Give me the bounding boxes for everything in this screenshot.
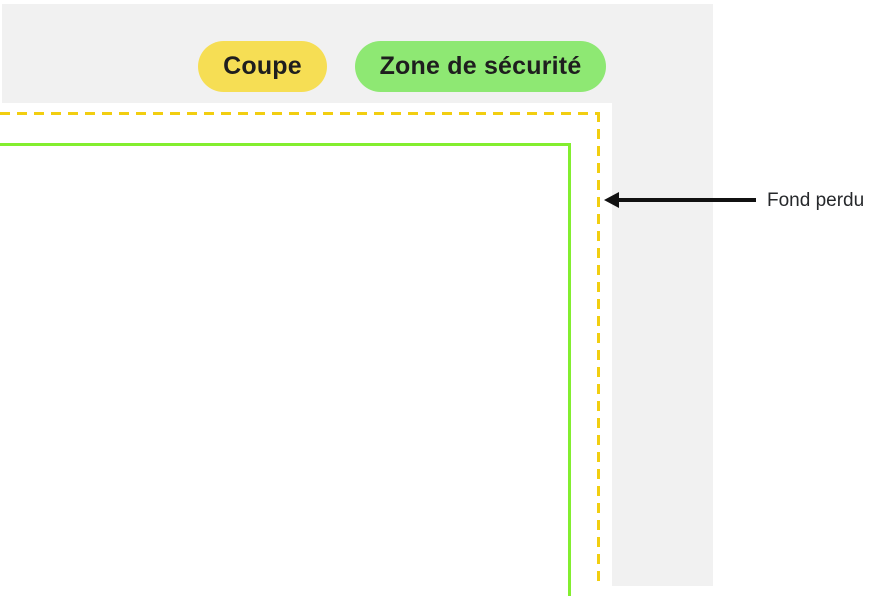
legend-badge-coupe-label: Coupe — [223, 52, 302, 80]
legend-badge-coupe: Coupe — [198, 41, 327, 92]
document-page — [0, 103, 612, 586]
legend-badge-zone-securite-label: Zone de sécurité — [379, 52, 582, 80]
left-arrow-icon — [604, 192, 756, 208]
safety-zone-line — [0, 143, 571, 596]
cut-line-top — [0, 112, 600, 115]
cut-line-right — [597, 112, 600, 586]
fond-perdu-label: Fond perdu — [767, 190, 865, 211]
legend-badge-zone-securite: Zone de sécurité — [355, 41, 606, 92]
